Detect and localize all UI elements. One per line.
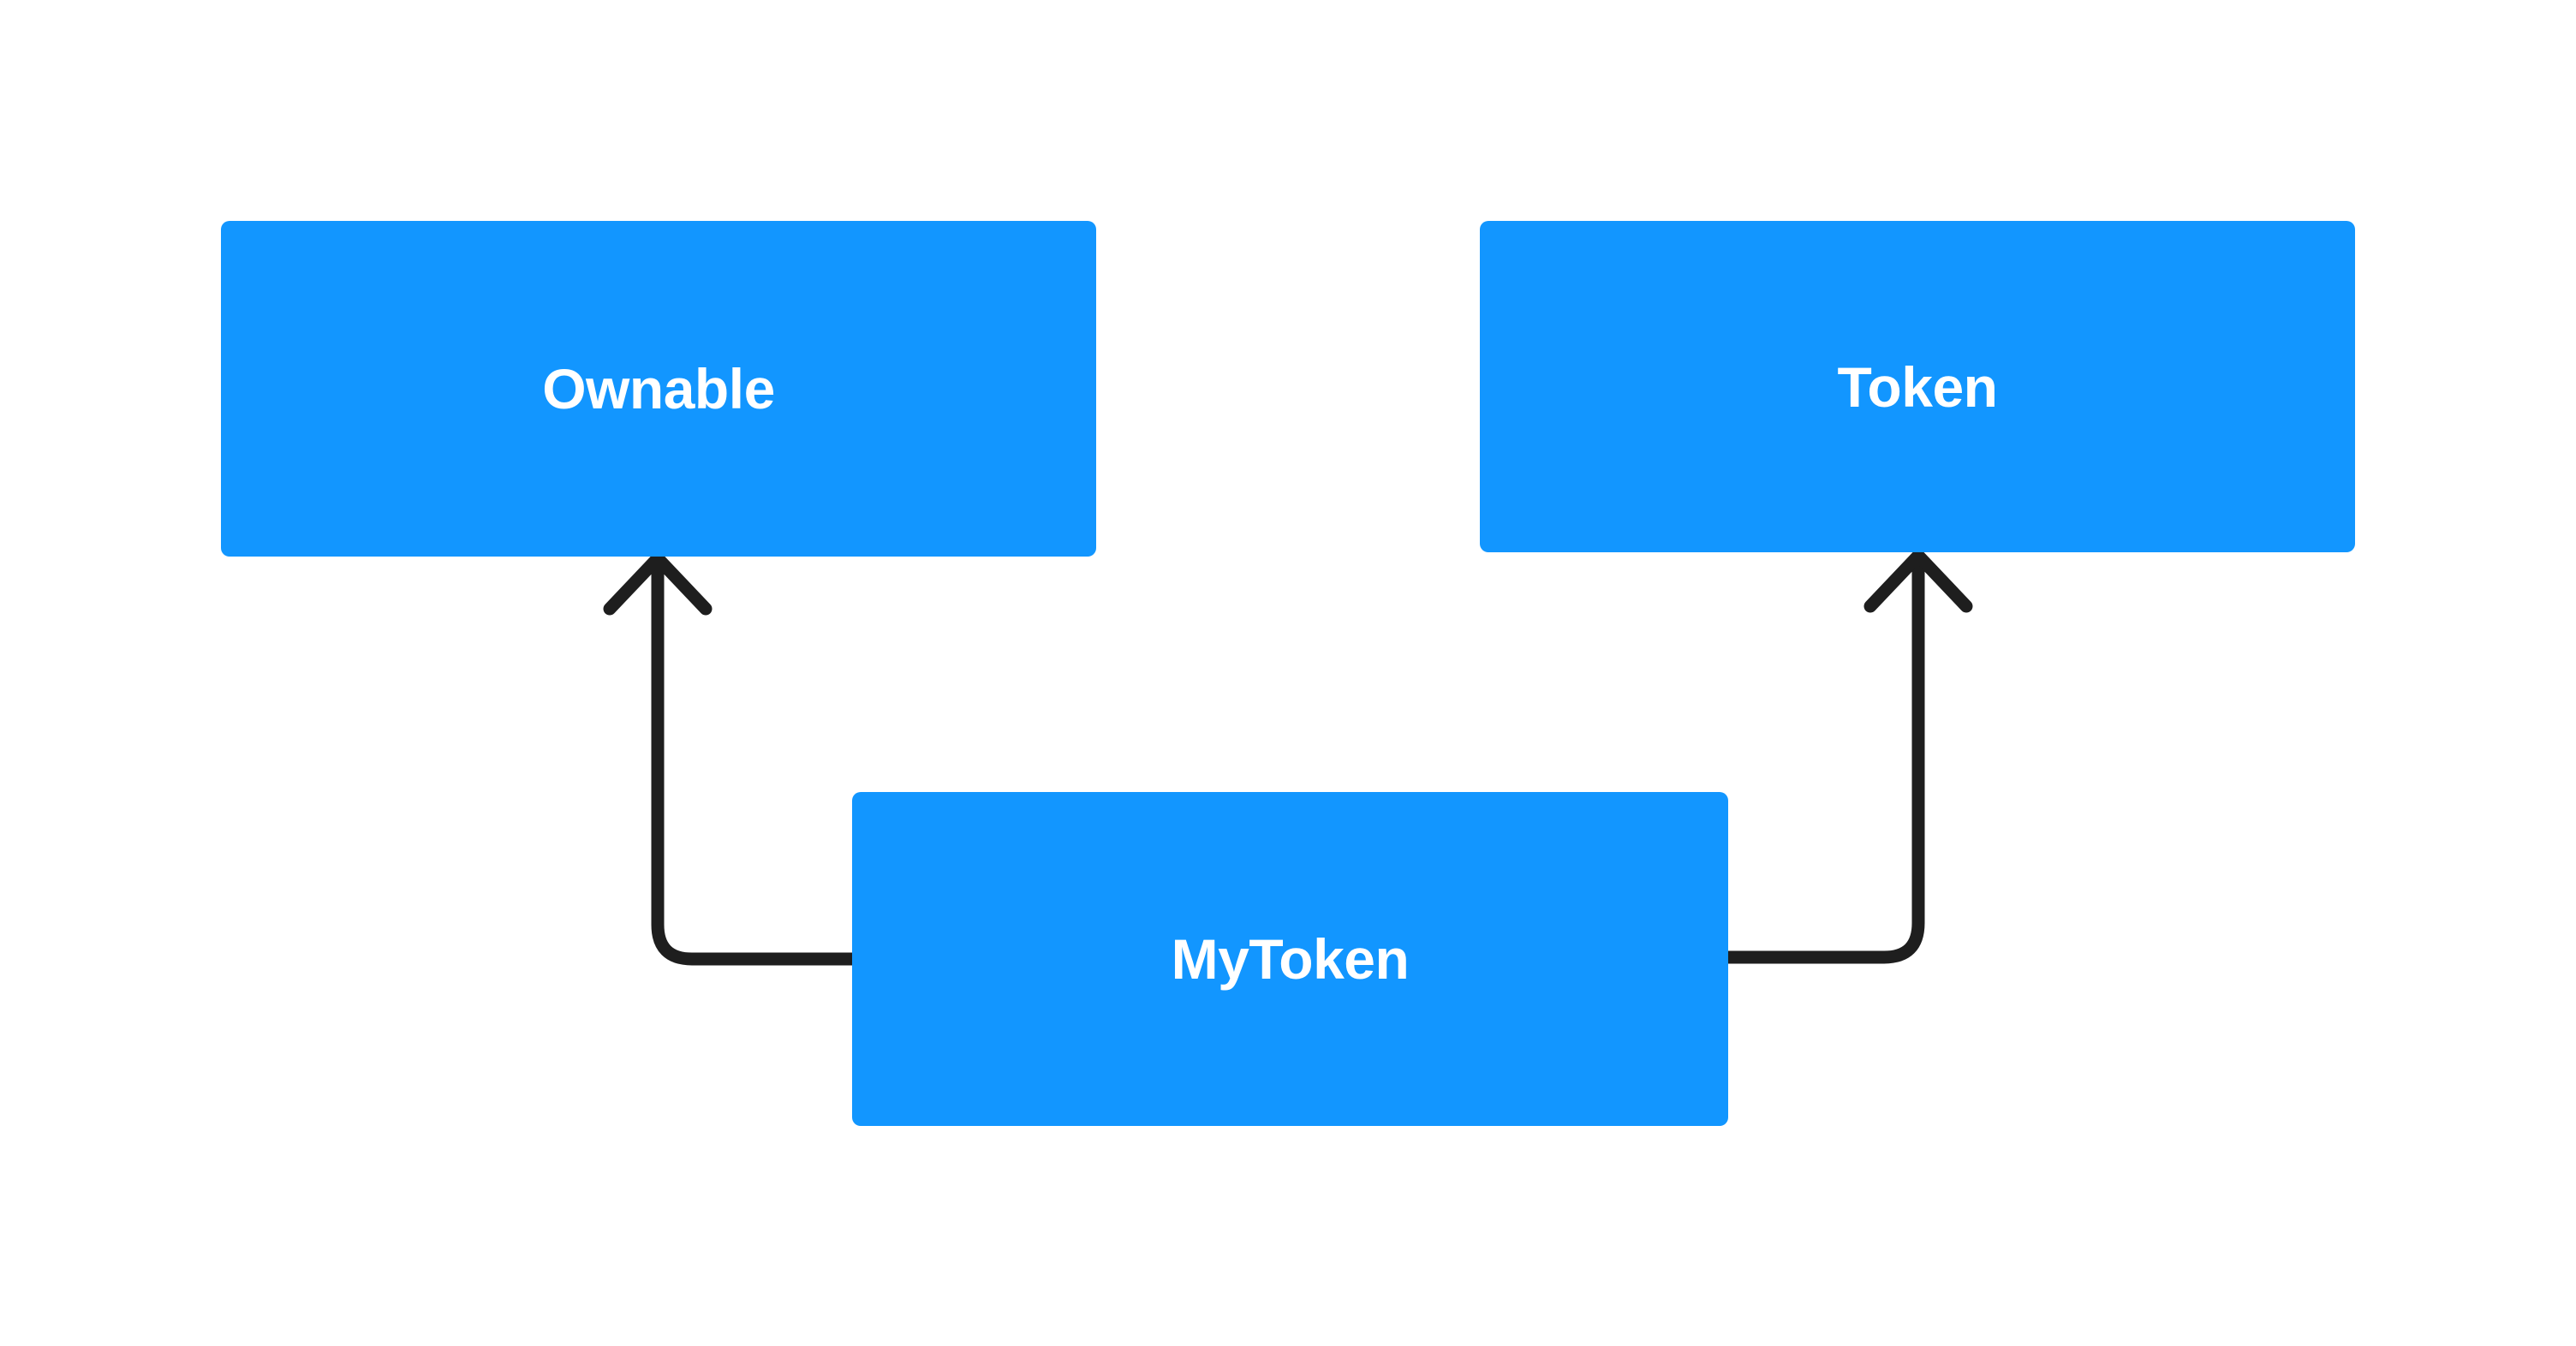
node-label-mytoken: MyToken — [1171, 927, 1410, 991]
node-ownable[interactable]: Ownable — [221, 221, 1096, 557]
node-label-ownable: Ownable — [542, 357, 775, 420]
arrowhead-up-icon-ownable — [603, 551, 713, 616]
node-token[interactable]: Token — [1480, 221, 2355, 552]
edge-mytoken-to-token — [1721, 549, 1973, 964]
edge-line-mytoken-token — [1721, 551, 1925, 964]
node-label-token: Token — [1837, 354, 1998, 419]
arrowhead-up-icon-token — [1863, 549, 1973, 613]
edge-mytoken-to-ownable — [603, 551, 859, 966]
node-mytoken[interactable]: MyToken — [852, 792, 1728, 1126]
edge-line-mytoken-ownable — [651, 554, 859, 966]
